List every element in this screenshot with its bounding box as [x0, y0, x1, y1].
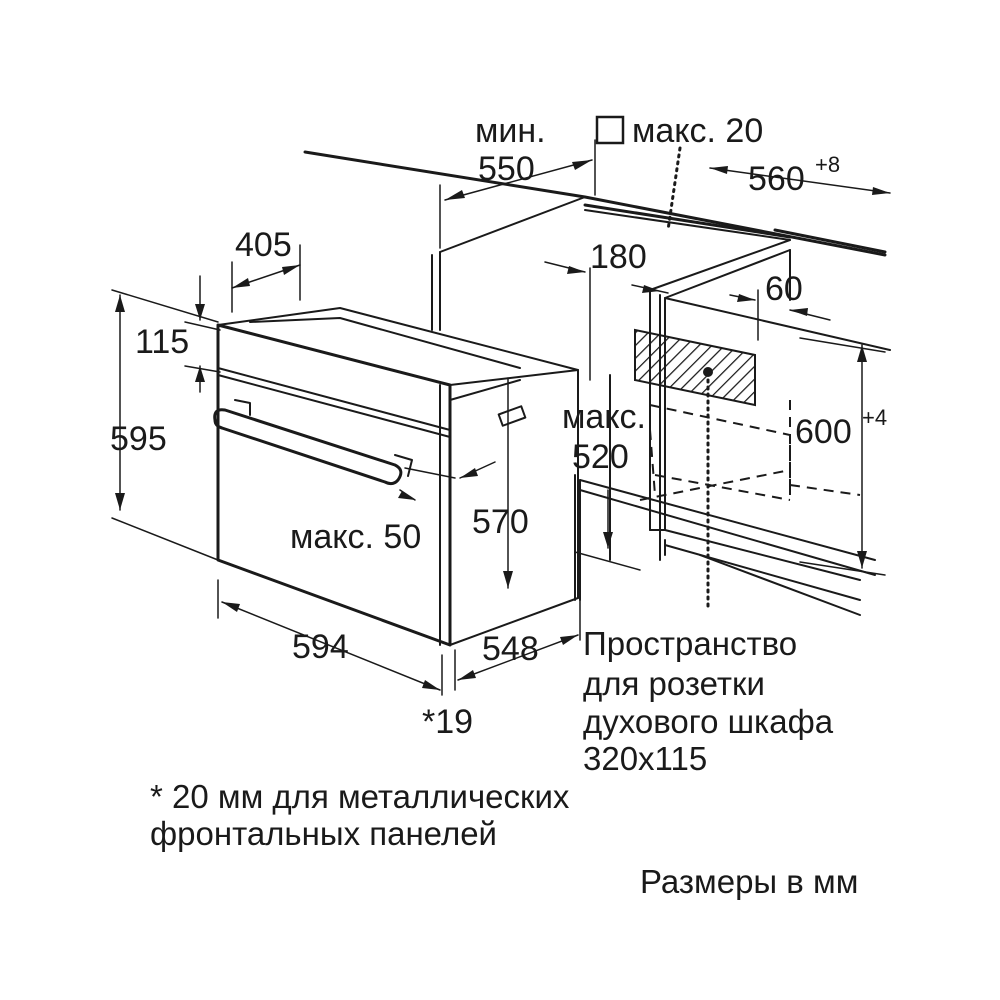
max520-value: 520 — [572, 438, 629, 476]
socket-note-line1: Пространство — [583, 625, 797, 662]
mounting-bracket — [497, 405, 527, 427]
square-icon — [595, 115, 625, 145]
footnote: * 20 мм для металлических фронтальных па… — [150, 778, 570, 852]
min-label: мин. — [475, 112, 546, 150]
dim-19: *19 — [422, 703, 473, 741]
dim-570: 570 — [472, 503, 529, 541]
socket-point — [703, 367, 713, 377]
top-max-label: макс. 20 — [632, 112, 763, 150]
units-note: Размеры в мм — [640, 863, 858, 900]
niche-width-tolerance: +8 — [815, 152, 840, 177]
dimension-labels: мин. 550 макс. 20 560 +8 405 180 60 115 … — [110, 112, 887, 741]
cabinet-niche — [431, 146, 891, 616]
dim-60: 60 — [765, 270, 803, 308]
dim-548: 548 — [482, 630, 539, 668]
min-value: 550 — [478, 150, 535, 188]
dim-405: 405 — [235, 226, 292, 264]
socket-area — [634, 328, 756, 407]
oven-handle — [213, 408, 403, 486]
socket-note-line2: для розетки — [583, 665, 765, 702]
oven-body — [213, 307, 579, 647]
dim-600-tolerance: +4 — [862, 405, 887, 430]
dimension-lines — [111, 139, 891, 696]
dim-600: 600 — [795, 413, 852, 451]
dim-180: 180 — [590, 238, 647, 276]
dim-594: 594 — [292, 628, 349, 666]
footnote-line2: фронтальных панелей — [150, 815, 497, 852]
socket-note: Пространство для розетки духового шкафа … — [583, 625, 834, 777]
countertop — [303, 150, 887, 257]
dim-595: 595 — [110, 420, 167, 458]
socket-note-line4: 320x115 — [583, 740, 707, 777]
niche-width-label: 560 — [748, 160, 805, 198]
socket-note-line3: духового шкафа — [583, 703, 834, 740]
footnote-line1: * 20 мм для металлических — [150, 778, 570, 815]
max50-label: макс. 50 — [290, 518, 421, 556]
dim-115: 115 — [135, 323, 189, 361]
max520-label: макс. — [562, 398, 646, 436]
